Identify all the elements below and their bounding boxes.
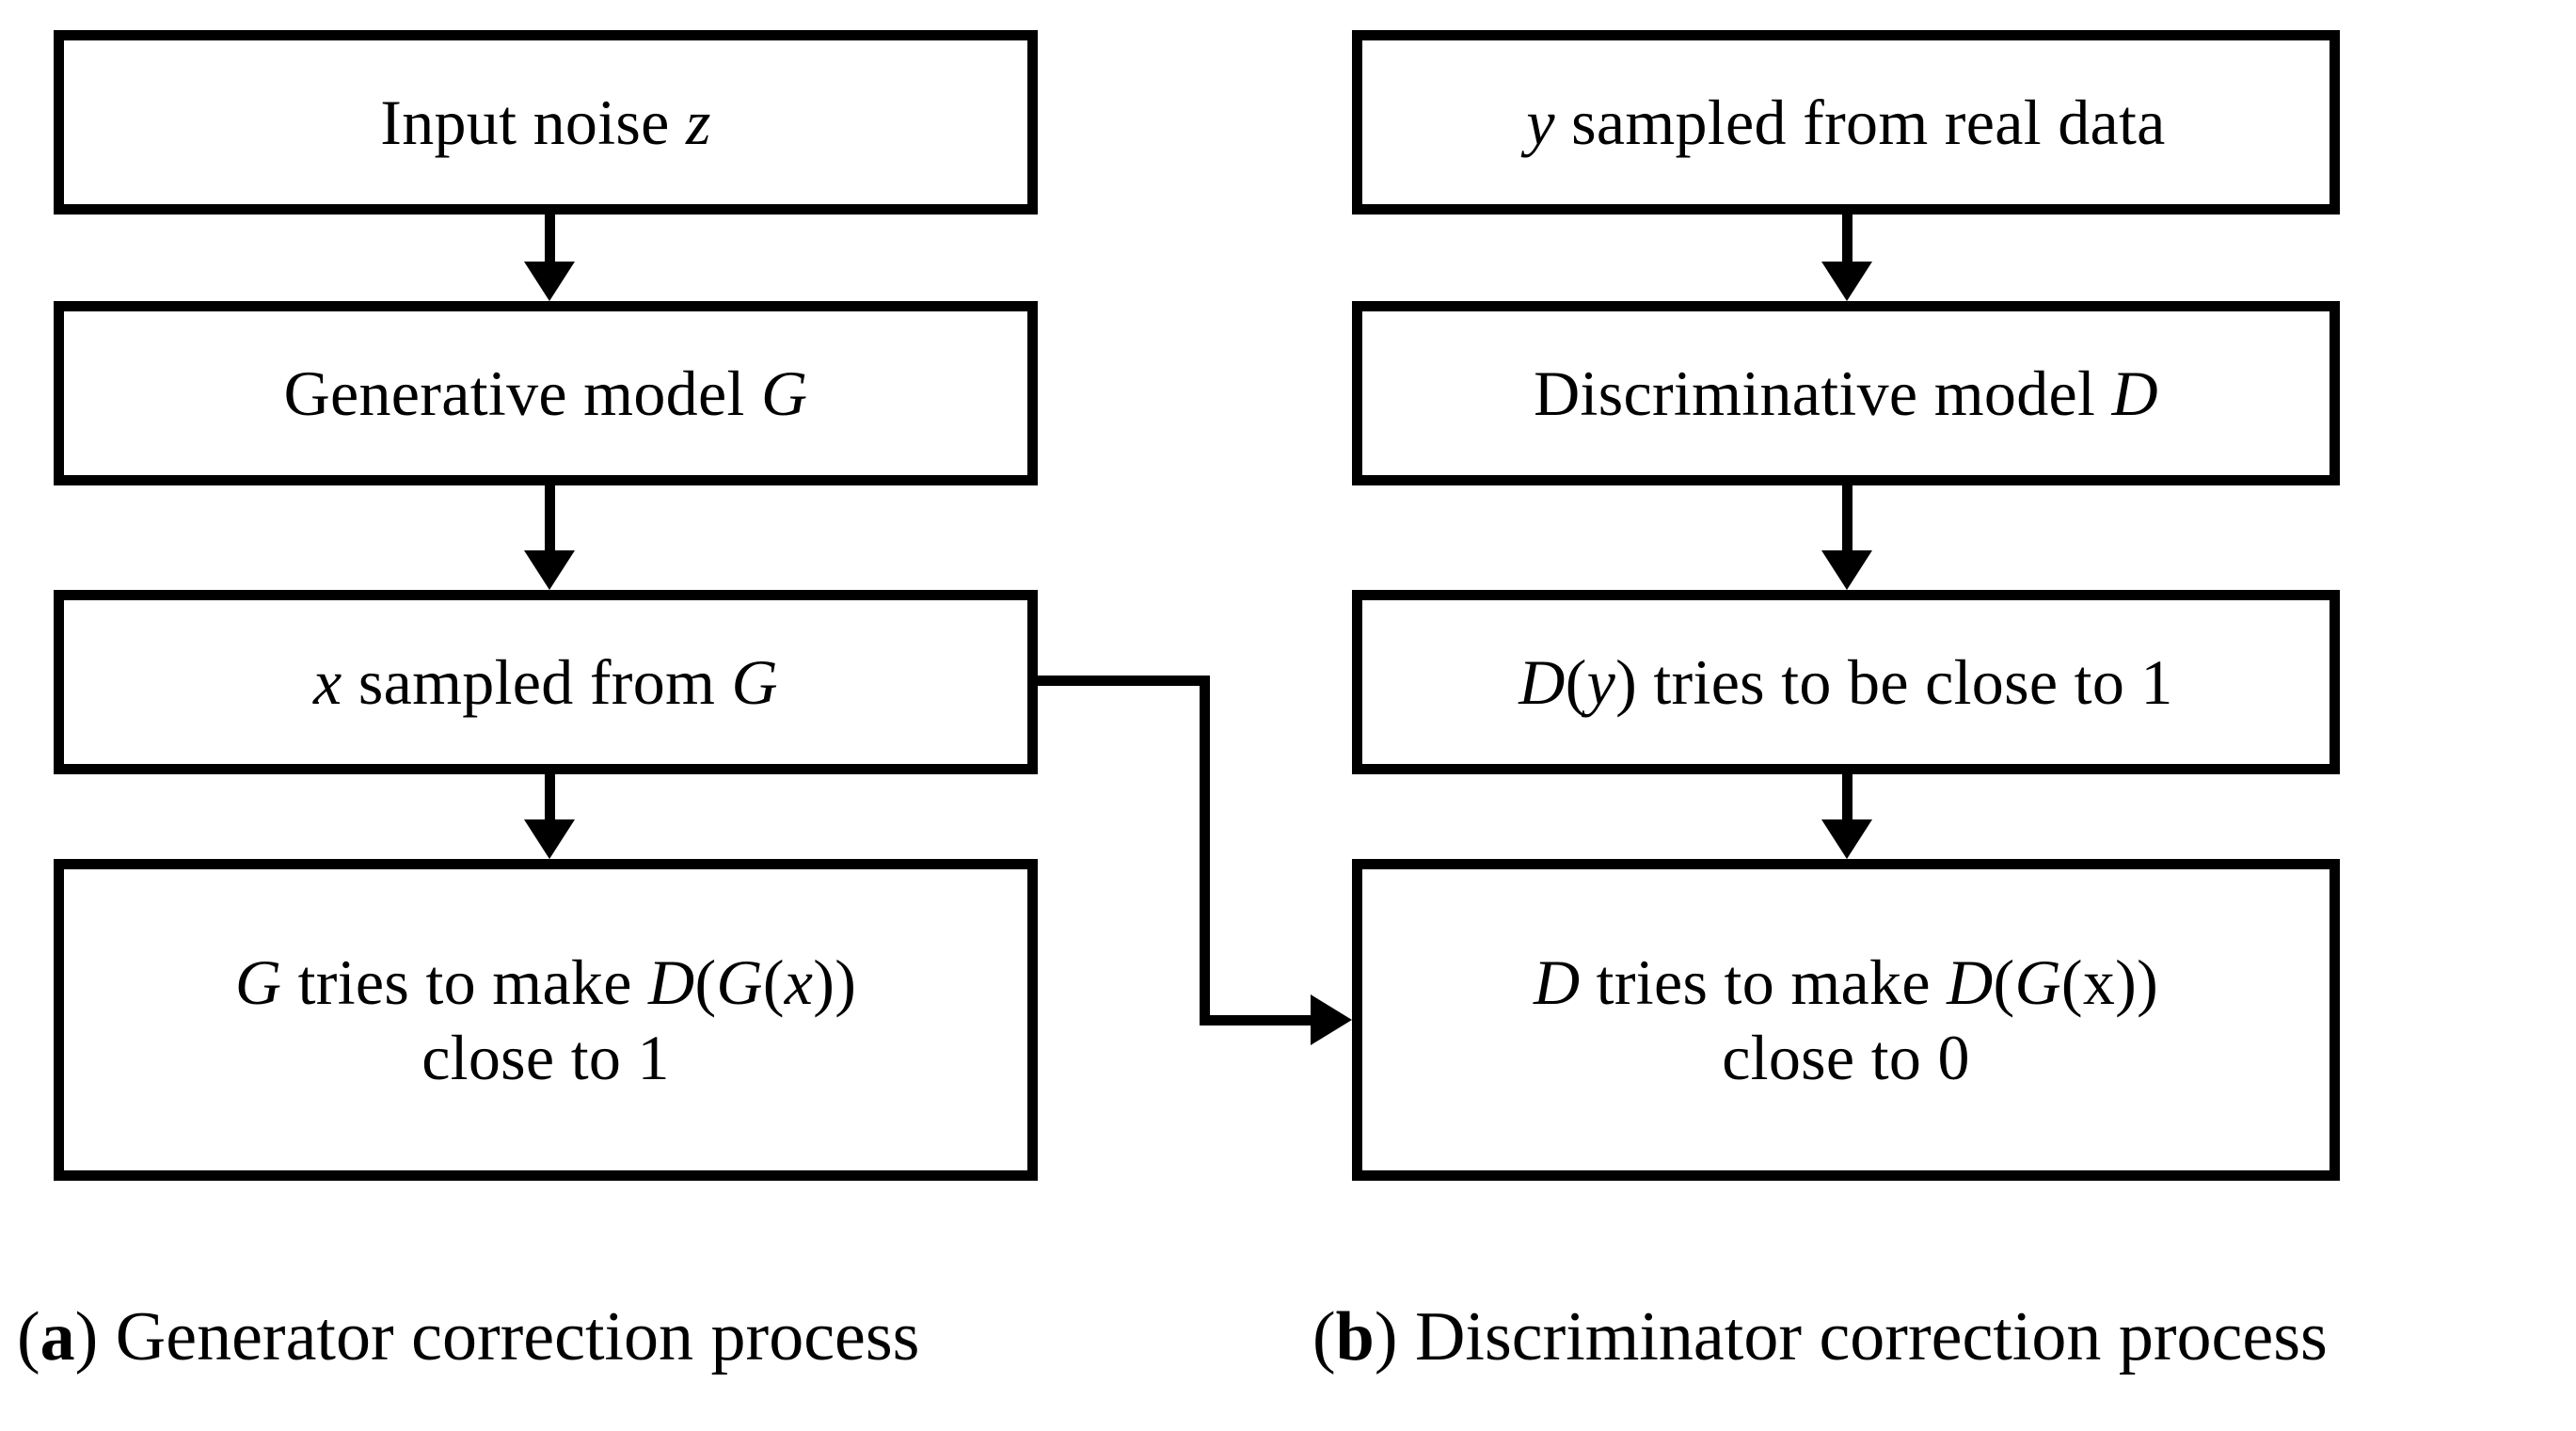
arrow-head <box>524 819 575 859</box>
arrow-head <box>524 262 575 301</box>
arrow-stem <box>544 485 555 552</box>
connector-arrow-head <box>1311 994 1352 1045</box>
arrow-stem <box>1841 215 1852 263</box>
box-g-objective-label: G tries to make D(G(x))close to 1 <box>234 946 857 1093</box>
arrow-x-to-g-objective <box>524 774 575 859</box>
box-input-noise: Input noise z <box>54 30 1038 215</box>
arrow-input-to-generative <box>524 215 575 301</box>
box-d-objective-label: D tries to make D(G(x))close to 0 <box>1533 946 2159 1093</box>
box-dy-close-to-one-label: D(y) tries to be close to 1 <box>1519 645 2173 718</box>
caption-panel-a: (a) Generator correction process <box>17 1298 920 1375</box>
box-generative-model: Generative model G <box>54 301 1038 485</box>
arrow-stem <box>544 215 555 263</box>
connector-segment-horizontal-bottom <box>1200 1015 1314 1026</box>
box-discriminative-model-label: Discriminative model D <box>1534 357 2158 429</box>
arrow-head <box>1821 262 1872 301</box>
arrow-stem <box>1841 485 1852 552</box>
box-input-noise-label: Input noise z <box>380 86 711 158</box>
caption-a-marker: a <box>40 1298 75 1375</box>
arrow-dy-to-d-objective <box>1821 774 1872 859</box>
box-g-objective: G tries to make D(G(x))close to 1 <box>54 859 1038 1181</box>
box-generative-model-label: Generative model G <box>283 357 808 429</box>
box-y-sampled: y sampled from real data <box>1352 30 2340 215</box>
box-dy-close-to-one: D(y) tries to be close to 1 <box>1352 590 2340 774</box>
arrow-y-to-discriminative <box>1821 215 1872 301</box>
connector-segment-horizontal-top <box>1038 676 1210 686</box>
box-y-sampled-label: y sampled from real data <box>1526 86 2166 158</box>
caption-b-marker: b <box>1335 1298 1375 1375</box>
arrow-stem <box>544 774 555 821</box>
connector-segment-vertical <box>1200 676 1210 1026</box>
arrow-head <box>1821 550 1872 590</box>
box-x-sampled: x sampled from G <box>54 590 1038 774</box>
arrow-stem <box>1841 774 1852 821</box>
box-discriminative-model: Discriminative model D <box>1352 301 2340 485</box>
arrow-generative-to-x <box>524 485 575 590</box>
arrow-head <box>524 550 575 590</box>
caption-panel-b: (b) Discriminator correction process <box>1312 1298 2328 1375</box>
arrow-head <box>1821 819 1872 859</box>
box-x-sampled-label: x sampled from G <box>313 645 778 718</box>
box-d-objective: D tries to make D(G(x))close to 0 <box>1352 859 2340 1181</box>
arrow-discriminative-to-dy <box>1821 485 1872 590</box>
